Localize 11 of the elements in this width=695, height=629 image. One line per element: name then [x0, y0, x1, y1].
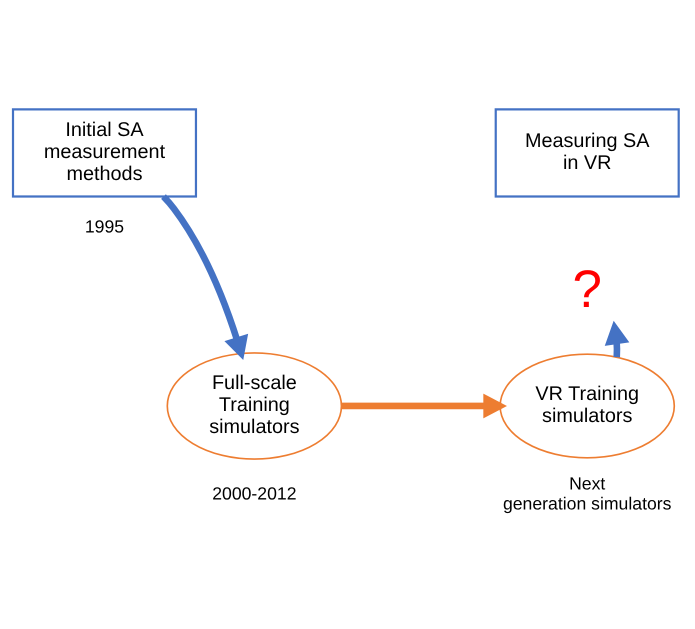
arrow — [161, 194, 248, 360]
node-label: 2000-2012 — [212, 484, 297, 504]
arrow — [341, 394, 507, 418]
node-box: Initial SA measurement methods — [12, 108, 198, 198]
node-box: Measuring SA in VR — [494, 108, 680, 198]
arrow — [604, 320, 630, 358]
node-ellipse: Full-scale Training simulators — [166, 352, 342, 460]
node-label: Next generation simulators — [502, 474, 672, 514]
node-ellipse: VR Training simulators — [499, 353, 676, 459]
node-label: 1995 — [84, 216, 124, 237]
node-text: ? — [572, 260, 602, 320]
